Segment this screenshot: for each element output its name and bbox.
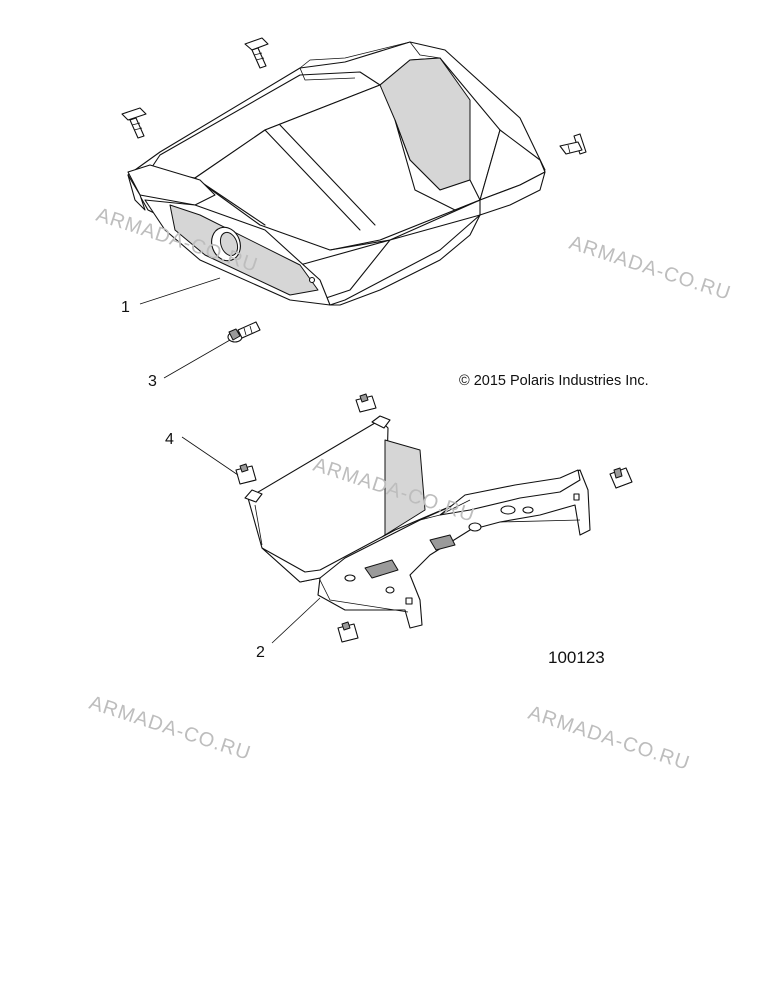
callout-4: 4 — [165, 431, 174, 448]
callout-3: 3 — [148, 373, 157, 390]
callout-1: 1 — [121, 299, 130, 316]
bolt-icon — [227, 321, 261, 343]
part-cover — [127, 41, 546, 306]
leader-line — [181, 436, 239, 476]
watermark: ARMADA-CO.RU — [86, 692, 253, 765]
clip-nut-icon — [337, 621, 359, 643]
leader-line — [271, 597, 321, 644]
clip-nut-icon — [235, 463, 257, 485]
callout-2: 2 — [256, 644, 265, 661]
copyright-notice: © 2015 Polaris Industries Inc. — [459, 373, 649, 389]
bolt-icon — [121, 107, 147, 139]
leader-line — [139, 277, 221, 305]
leader-line — [163, 339, 231, 379]
bolt-icon — [244, 37, 269, 69]
watermark: ARMADA-CO.RU — [566, 232, 733, 305]
diagram-id: 100123 — [548, 648, 605, 667]
clip-nut-icon — [609, 467, 633, 489]
watermark: ARMADA-CO.RU — [525, 702, 692, 775]
part-bracket — [244, 415, 591, 629]
clip-nut-icon — [355, 393, 377, 413]
bolt-icon — [559, 133, 587, 155]
